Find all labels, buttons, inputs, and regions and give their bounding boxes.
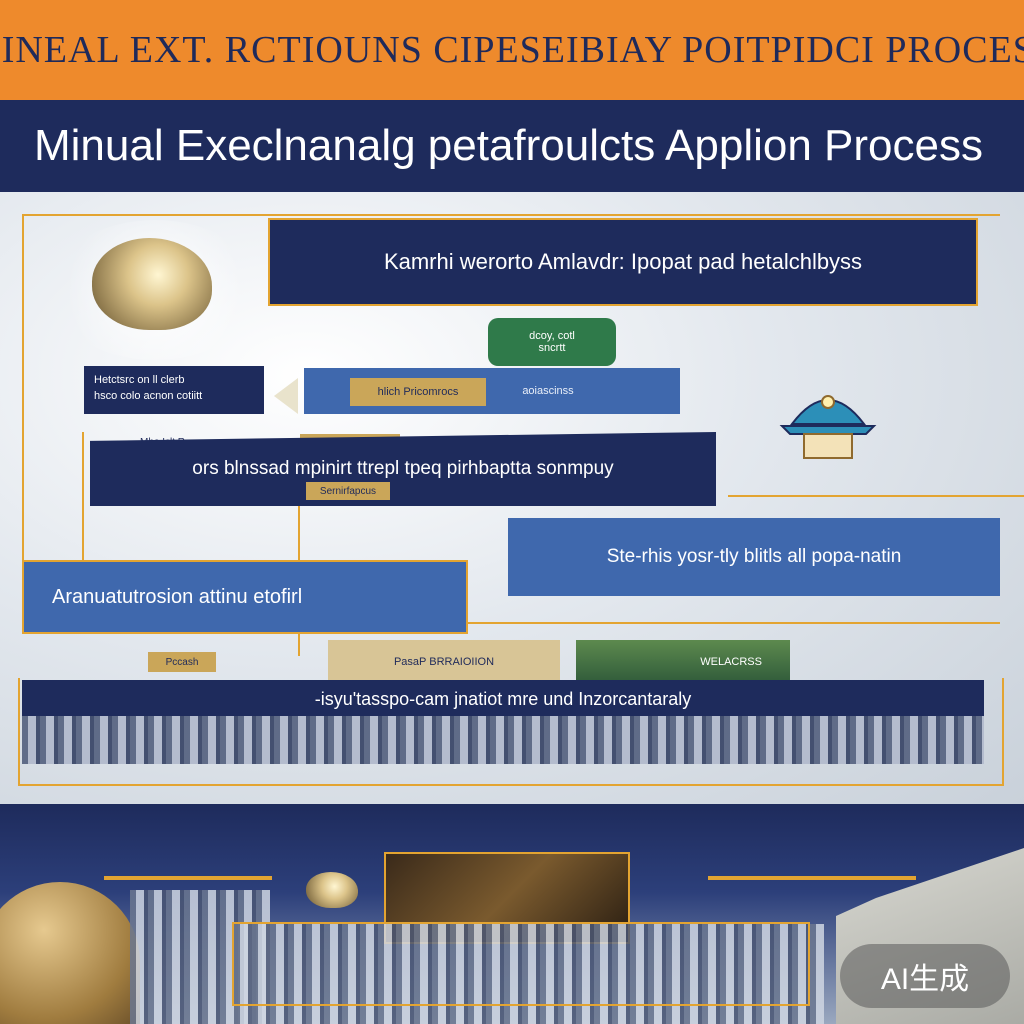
accent-line <box>708 876 916 880</box>
left-note-line2: hsco colo acnon cotiitt <box>94 390 203 402</box>
mid-gold-box: PasaP BRRAIOIION <box>328 640 560 684</box>
wide-strip: -isyu'tasspo-cam jnatiot mre und Inzorca… <box>22 680 984 764</box>
blue-chip: aoiascinss <box>508 378 588 404</box>
mid-green-box-text: WELACRSS <box>700 656 762 668</box>
gold-chip-2: Sernirfapcus <box>306 482 390 500</box>
gold-chip-2-text: Sernirfapcus <box>319 485 377 497</box>
factory-image <box>234 924 824 1024</box>
diagram-frame <box>22 214 1000 624</box>
watermark-text: AI生成 <box>880 963 970 996</box>
process-box-top-text: Kamrhi werorto Amlavdr: Ipopat pad hetal… <box>383 249 863 274</box>
gold-chip: hlich Pricomrocs <box>350 378 486 406</box>
banner-text: MINEAL EXT. RCTIOUNS CIPESEIBIAY POITPID… <box>0 29 1024 71</box>
blue-chip-text: aoiascinss <box>522 385 574 397</box>
small-gold-label-text: Pccash <box>165 656 199 668</box>
ai-watermark-badge: AI生成 <box>840 944 1010 1008</box>
process-box-mid: ors blnssad mpinirt ttrepl tpeq pirhbapt… <box>90 432 716 506</box>
process-box-mid-text: ors blnssad mpinirt ttrepl tpeq pirhbapt… <box>192 458 614 479</box>
gold-chip-text: hlich Pricomrocs <box>377 386 459 398</box>
process-box-left: Aranuatutrosion attinu etofirl <box>22 560 468 634</box>
mining-helmet-icon <box>778 380 878 464</box>
pointer-arrow-icon <box>274 378 298 414</box>
mid-green-box: WELACRSS <box>576 640 790 684</box>
process-box-right: Ste-rhis yosr-tly blitls all popa-natin <box>508 518 1000 596</box>
ore-mound-image <box>0 882 140 1024</box>
mid-gold-box-text: PasaP BRRAIOIION <box>393 656 495 668</box>
small-gold-label: Pccash <box>148 652 216 672</box>
wide-strip-caption: -isyu'tasspo-cam jnatiot mre und Inzorca… <box>22 684 984 714</box>
process-box-left-text: Aranuatutrosion attinu etofirl <box>52 585 303 608</box>
process-box-right-text: Ste-rhis yosr-tly blitls all popa-natin <box>606 546 902 567</box>
process-box-top: Kamrhi werorto Amlavdr: Ipopat pad hetal… <box>268 218 978 306</box>
wide-strip-frame <box>18 678 1004 786</box>
left-note-line1: Hetctsrc on ll clerb <box>94 374 185 386</box>
accent-line <box>104 876 272 880</box>
page-title: Minual Execlnanalg petafroulcts Applion … <box>34 121 983 170</box>
green-tag-line1: dcoy, cotl <box>529 330 575 342</box>
industrial-scene-image <box>22 716 984 764</box>
connector-line <box>728 495 1024 497</box>
wide-strip-text: -isyu'tasspo-cam jnatiot mre und Inzorca… <box>314 688 692 709</box>
left-note: Hetctsrc on ll clerb hsco colo acnon cot… <box>84 366 264 414</box>
title-bar: Minual Execlnanalg petafroulcts Applion … <box>0 100 1024 192</box>
mineral-ore-image <box>92 238 212 330</box>
connector-line <box>82 432 84 582</box>
green-tag: dcoy, cotl sncrtt <box>488 318 616 366</box>
ore-sample-image <box>306 872 358 908</box>
factory-frame <box>232 922 810 1006</box>
top-banner: MINEAL EXT. RCTIOUNS CIPESEIBIAY POITPID… <box>0 0 1024 100</box>
green-tag-line2: sncrtt <box>538 342 566 354</box>
